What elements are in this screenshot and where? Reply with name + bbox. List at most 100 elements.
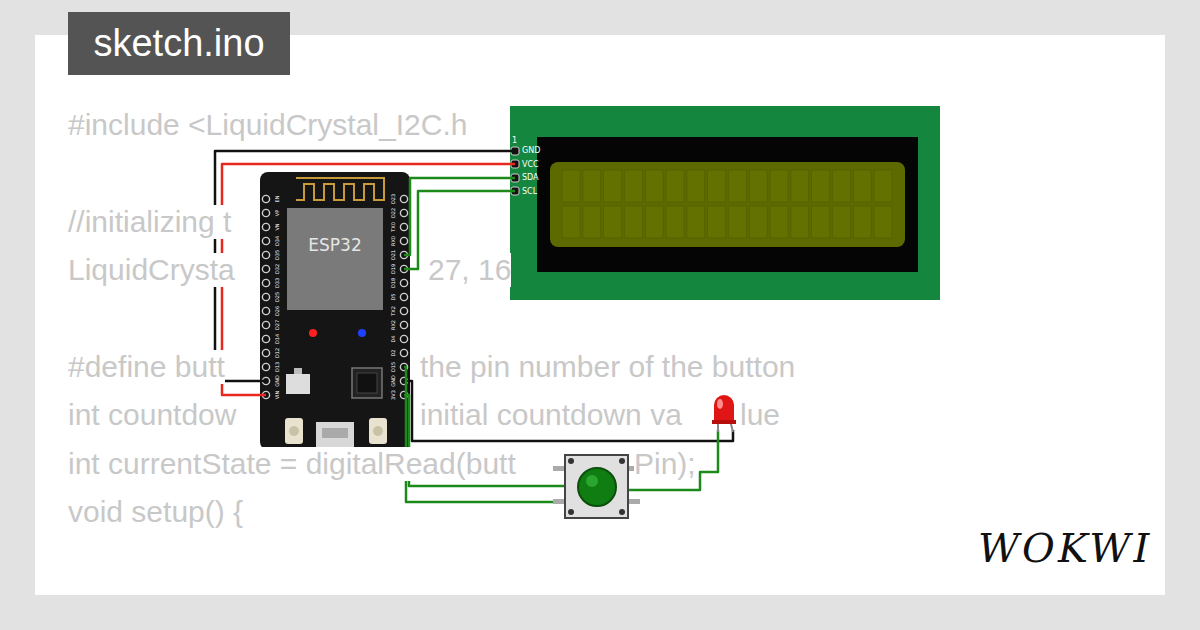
pin-name: D2: [390, 349, 396, 356]
push-button: [568, 509, 574, 515]
pin-name: D18: [390, 278, 396, 288]
pin-name: D34: [274, 236, 280, 246]
pin-name: D14: [274, 334, 280, 344]
header-pin: [262, 279, 269, 286]
led: [714, 395, 734, 422]
pin-name: D4: [390, 335, 396, 342]
lcd-character-grid: [624, 170, 642, 202]
push-button: [553, 455, 640, 518]
header-pin: [400, 195, 407, 202]
lcd-character-grid: [770, 170, 788, 202]
esp32-board: [285, 418, 303, 444]
lcd-character-grid: [562, 206, 580, 238]
push-button: [568, 458, 574, 464]
lcd-character-grid: [562, 170, 580, 202]
wire: [404, 367, 555, 502]
esp32-board: [294, 368, 302, 374]
header-pin: [262, 363, 269, 370]
pin-name: D22: [390, 208, 396, 218]
lcd-character-grid: [583, 206, 601, 238]
lcd-character-grid: [874, 170, 892, 202]
lcd-character-grid: [791, 170, 809, 202]
file-name: sketch.ino: [93, 22, 264, 66]
pin-name: VIN: [274, 391, 280, 400]
lcd-character-grid: [728, 206, 746, 238]
pin-name: VP: [274, 210, 280, 216]
esp32-board: [322, 428, 348, 438]
header-pin: [400, 349, 407, 356]
lcd-character-grid: [770, 206, 788, 238]
lcd-character-grid: [604, 206, 622, 238]
lcd-character-grid: [812, 206, 830, 238]
pin-name: D21: [390, 250, 396, 260]
header-pin: [262, 195, 407, 398]
lcd-character-grid: [749, 170, 767, 202]
pin-name: 3V3: [390, 390, 396, 400]
pin-name: D13: [274, 362, 280, 372]
header-pin: [400, 209, 407, 216]
lcd-module: [537, 137, 918, 272]
led: [712, 395, 736, 432]
lcd-character-grid: [853, 170, 871, 202]
lcd-character-grid: [791, 206, 809, 238]
file-tab: sketch.ino: [68, 12, 290, 75]
esp32-board: [309, 329, 317, 337]
lcd-character-grid: [749, 206, 767, 238]
header-pin: [400, 237, 407, 244]
header-pin: [262, 237, 269, 244]
lcd-pin: [511, 147, 519, 195]
header-pin: [262, 251, 269, 258]
pin-number: 1: [512, 136, 517, 145]
code-text: void setup() {: [68, 495, 243, 529]
esp32-board: [296, 178, 384, 200]
header-pin: [262, 223, 269, 230]
pin-name: D5: [390, 293, 396, 300]
push-button: [578, 468, 616, 506]
esp32-board: [357, 373, 377, 393]
pin-name: D23: [390, 194, 396, 204]
esp32-module-shield: ESP32: [287, 208, 383, 310]
header-pin: [400, 335, 407, 342]
led: [717, 399, 723, 409]
code-text: 27, 16: [428, 253, 511, 287]
pin-name: RX2: [390, 320, 396, 330]
lcd-character-grid: [853, 206, 871, 238]
esp32-board: [260, 172, 410, 450]
wire: [404, 381, 733, 441]
wire: [215, 151, 515, 381]
code-text: Pin);: [634, 447, 696, 481]
pin-name: D32: [274, 264, 280, 274]
pin-name: VN: [274, 223, 280, 230]
lcd-module: [510, 106, 940, 300]
header-pin: [262, 307, 269, 314]
code-text: lue: [740, 398, 780, 432]
pin-name: D25: [274, 292, 280, 302]
esp32-board: [316, 422, 354, 450]
lcd-character-grid: [832, 206, 850, 238]
header-pin: [400, 223, 407, 230]
lcd-character-grid: [728, 170, 746, 202]
header-pin: [262, 321, 269, 328]
push-button: [619, 458, 625, 464]
code-text: #define butt: [68, 350, 225, 384]
pin-name: VCC: [522, 160, 539, 169]
lcd-character-grid: [687, 206, 705, 238]
pin-name: D27: [274, 320, 280, 330]
code-text: #include <LiquidCrystal_I2C.h: [68, 108, 467, 142]
lcd-character-grid: [708, 170, 726, 202]
led: [712, 420, 736, 424]
lcd-character-grid: [812, 170, 830, 202]
header-pin: [262, 195, 269, 202]
lcd-module: [550, 162, 905, 247]
code-text: initial countdown va: [420, 398, 682, 432]
push-button: [586, 475, 598, 487]
header-pin: [262, 265, 269, 272]
lcd-character-grid: [645, 206, 663, 238]
pin-name: TX0: [390, 222, 396, 232]
lcd-character-grid: [645, 170, 663, 202]
header-pin: [262, 293, 269, 300]
lcd-character-grid: [708, 206, 726, 238]
lcd-character-grid: [874, 206, 892, 238]
header-pin: [400, 307, 407, 314]
lcd-module: [510, 106, 940, 300]
